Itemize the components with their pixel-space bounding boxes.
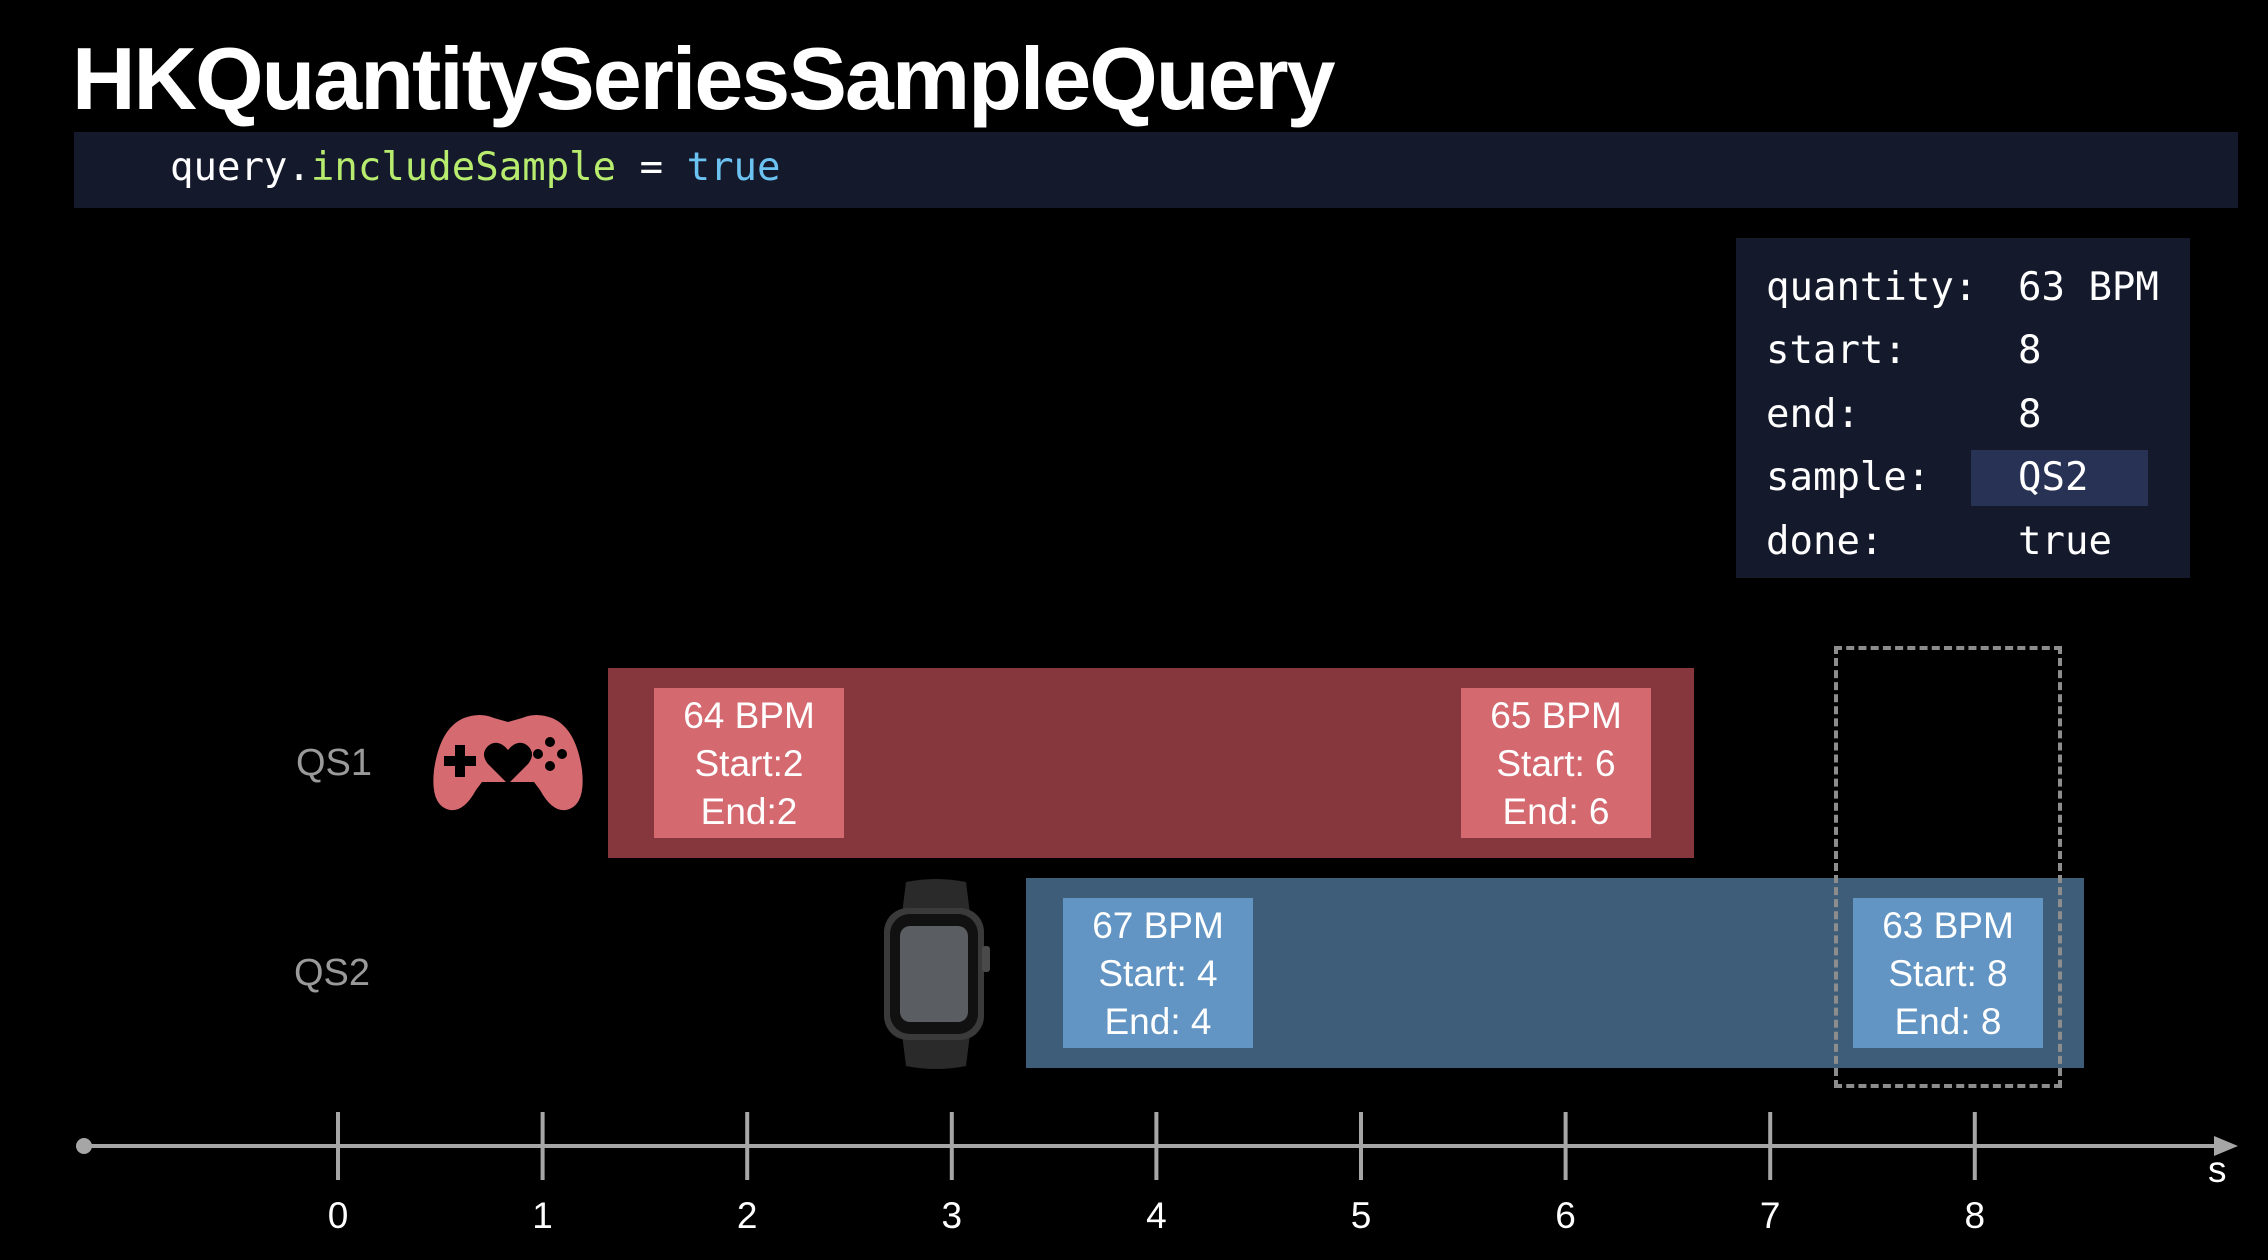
result-key-start: start: bbox=[1766, 328, 1907, 373]
code-dot: . bbox=[287, 145, 311, 190]
axis-ticks: 0 1 2 3 4 5 6 7 8 bbox=[328, 1112, 1985, 1236]
axis-origin-dot bbox=[76, 1138, 92, 1154]
result-value-quantity: 63 BPM bbox=[2018, 265, 2159, 310]
code-line: query.includeSample = true bbox=[170, 140, 781, 196]
time-axis: 0 1 2 3 4 5 6 7 8 s bbox=[76, 1112, 2238, 1236]
sample-value-highlight bbox=[1971, 450, 2148, 506]
code-property: includeSample bbox=[310, 145, 617, 190]
code-object: query bbox=[170, 145, 288, 190]
game-controller-heart-icon bbox=[433, 715, 583, 811]
axis-tick-label: 4 bbox=[1146, 1195, 1167, 1236]
sample-quantity: 67 BPM bbox=[1092, 905, 1224, 946]
sample-start: Start: 6 bbox=[1496, 743, 1616, 784]
sample-start: Start: 8 bbox=[1888, 953, 2008, 994]
result-key-sample: sample: bbox=[1766, 455, 1931, 500]
sample-end: End: 4 bbox=[1104, 1001, 1212, 1042]
sample-card: 67 BPM Start: 4 End: 4 bbox=[1063, 898, 1253, 1048]
axis-arrow-icon bbox=[2214, 1136, 2238, 1156]
axis-tick-label: 2 bbox=[737, 1195, 758, 1236]
axis-tick-label: 7 bbox=[1760, 1195, 1781, 1236]
sample-start: Start:2 bbox=[694, 743, 804, 784]
result-panel bbox=[1736, 238, 2190, 578]
row-label-qs1: QS1 bbox=[296, 742, 373, 784]
sample-card: 64 BPM Start:2 End:2 bbox=[654, 688, 844, 838]
axis-tick-label: 5 bbox=[1351, 1195, 1372, 1236]
current-sample-focus-box bbox=[1834, 646, 2062, 1088]
axis-tick-label: 3 bbox=[942, 1195, 963, 1236]
code-bar bbox=[74, 132, 2238, 208]
sample-quantity: 63 BPM bbox=[1882, 905, 2014, 946]
sample-card: 63 BPM Start: 8 End: 8 bbox=[1853, 898, 2043, 1048]
axis-unit-label: s bbox=[2208, 1149, 2227, 1190]
result-key-quantity: quantity: bbox=[1766, 265, 1978, 310]
sample-card: 65 BPM Start: 6 End: 6 bbox=[1461, 688, 1651, 838]
code-value: true bbox=[686, 145, 781, 190]
slide-title: HKQuantitySeriesSampleQuery bbox=[72, 29, 1336, 128]
result-key-end: end: bbox=[1766, 392, 1860, 437]
sample-end: End:2 bbox=[700, 791, 798, 832]
apple-watch-icon bbox=[884, 879, 990, 1069]
result-value-sample: QS2 bbox=[2018, 455, 2089, 500]
row-label-qs2: QS2 bbox=[294, 952, 371, 994]
result-value-start: 8 bbox=[2018, 328, 2042, 373]
sample-quantity: 65 BPM bbox=[1490, 695, 1622, 736]
axis-tick-label: 8 bbox=[1965, 1195, 1986, 1236]
result-value-end: 8 bbox=[2018, 392, 2042, 437]
sample-end: End: 6 bbox=[1502, 791, 1610, 832]
sample-start: Start: 4 bbox=[1098, 953, 1218, 994]
sample-end: End: 8 bbox=[1894, 1001, 2002, 1042]
code-operator: = bbox=[616, 145, 687, 190]
axis-tick-label: 0 bbox=[328, 1195, 349, 1236]
sample-quantity: 64 BPM bbox=[683, 695, 815, 736]
axis-tick-label: 1 bbox=[532, 1195, 553, 1236]
result-key-done: done: bbox=[1766, 519, 1884, 564]
axis-tick-label: 6 bbox=[1555, 1195, 1576, 1236]
result-value-done: true bbox=[2018, 519, 2112, 564]
